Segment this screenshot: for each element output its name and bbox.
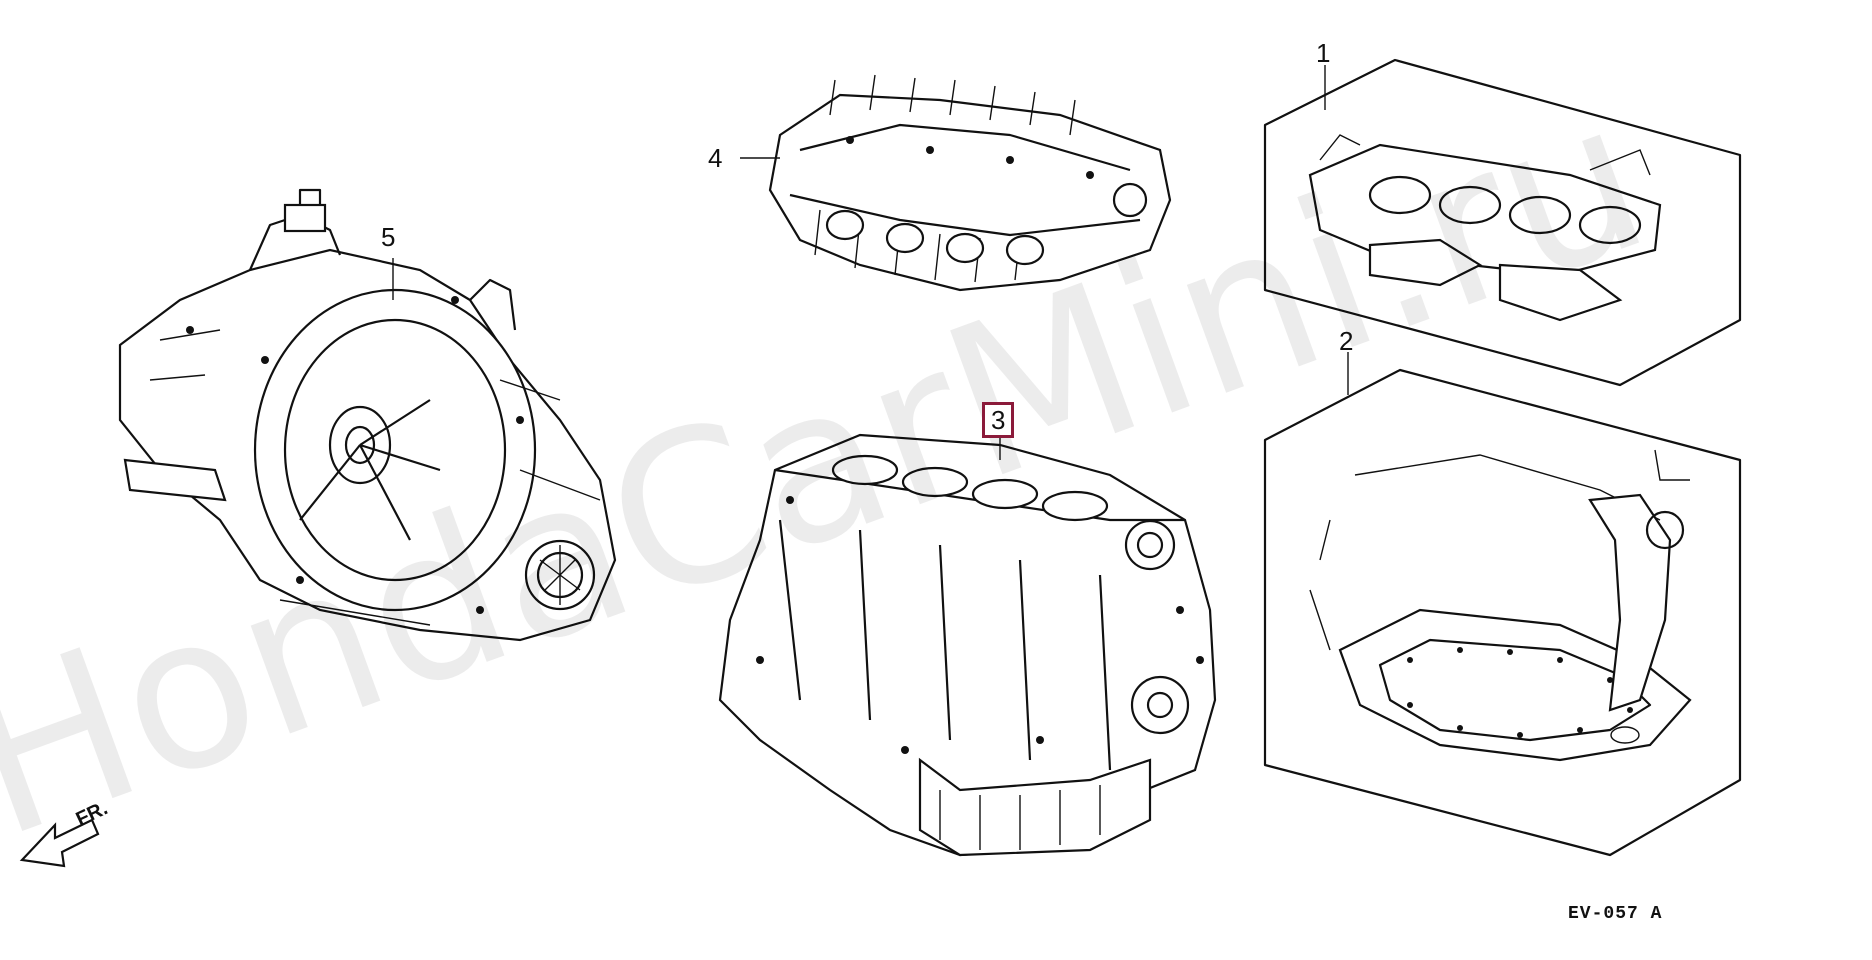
callout-3[interactable]: 3 bbox=[982, 402, 1015, 438]
engine-block[interactable] bbox=[718, 430, 1217, 857]
callout-1[interactable]: 1 bbox=[1316, 38, 1331, 68]
gasket-kit-lower[interactable] bbox=[1263, 352, 1742, 857]
callout-4[interactable]: 4 bbox=[708, 143, 723, 173]
gasket-kit-upper[interactable] bbox=[1263, 58, 1742, 387]
front-direction-arrow-icon bbox=[19, 818, 100, 868]
cylinder-head[interactable] bbox=[740, 74, 1172, 292]
callout-2[interactable]: 2 bbox=[1339, 326, 1354, 356]
diagram-code: EV-057 A bbox=[1568, 904, 1663, 924]
transmission-assembly[interactable] bbox=[118, 188, 617, 642]
callout-5[interactable]: 5 bbox=[381, 222, 396, 252]
